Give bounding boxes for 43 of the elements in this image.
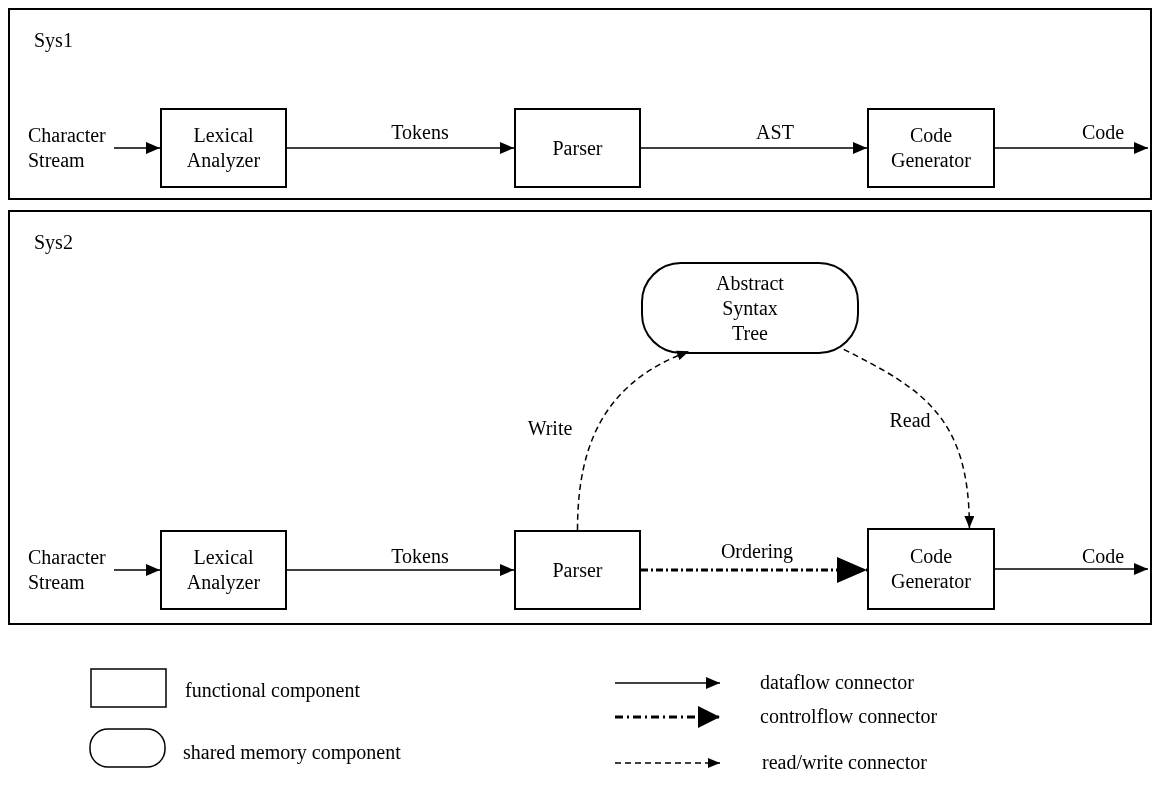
- component-name: Code Generator: [890, 123, 972, 173]
- input-label: Character Stream: [28, 123, 114, 173]
- component-name: Lexical Analyzer: [185, 545, 262, 595]
- functional-component-box: [160, 530, 287, 610]
- dataflow-arrow: [113, 564, 161, 576]
- dataflow-arrow: [994, 563, 1149, 575]
- system-frame: [8, 8, 1152, 200]
- edge-label: Tokens: [391, 545, 449, 567]
- functional-component-box: [514, 530, 641, 610]
- edge-label: Code: [1081, 545, 1125, 567]
- shared-memory-box: [641, 262, 859, 354]
- component-name: Parser: [552, 557, 603, 583]
- functional-component-box: [867, 528, 995, 610]
- dataflow-arrow: [286, 142, 515, 154]
- system-name: Sys2: [34, 230, 73, 255]
- system-name: Sys1: [34, 28, 73, 53]
- read-write-arrow: [843, 348, 974, 529]
- component-name: Parser: [552, 135, 603, 161]
- input-label: Character Stream: [28, 545, 114, 595]
- component-name: Lexical Analyzer: [185, 123, 262, 173]
- functional-component-box: [160, 108, 287, 188]
- dataflow-arrow: [640, 142, 868, 154]
- read-write-arrow: [576, 350, 690, 531]
- edge-label: Tokens: [391, 121, 449, 143]
- legend-label: shared memory component: [183, 741, 401, 763]
- functional-component-box: [514, 108, 641, 188]
- functional-component-box: [867, 108, 995, 188]
- controlflow-arrow: [641, 557, 867, 583]
- edge-label: AST: [756, 121, 794, 143]
- dataflow-arrow: [994, 142, 1149, 154]
- component-name: Code Generator: [890, 544, 972, 594]
- component-name: Abstract Syntax Tree: [715, 270, 785, 346]
- system-frame: [8, 210, 1152, 625]
- legend-label: functional component: [185, 679, 360, 701]
- edge-label: Write: [527, 417, 573, 439]
- legend-label: read/write connector: [762, 751, 927, 773]
- edge-label: Read: [889, 409, 931, 431]
- legend-label: dataflow connector: [760, 671, 914, 693]
- dataflow-arrow: [113, 142, 161, 154]
- dataflow-arrow: [286, 564, 515, 576]
- edge-label: Ordering: [720, 540, 794, 562]
- legend-label: controlflow connector: [760, 705, 938, 727]
- edge-label: Code: [1081, 121, 1125, 143]
